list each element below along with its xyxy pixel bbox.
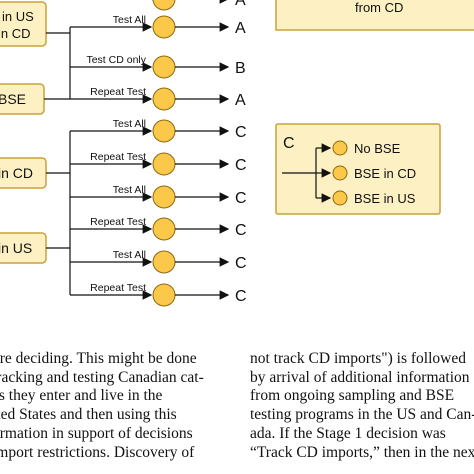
body-text-line: testing programs in the US and Can- — [250, 406, 474, 424]
body-text-line: by arrival of additional information — [250, 368, 470, 386]
legend-node-3 — [332, 190, 348, 206]
branch-label: Test All — [113, 184, 146, 196]
chance-node — [152, 152, 176, 176]
left-box-2-line1: BSE — [0, 91, 26, 107]
body-text-line: not track CD imports") is followed — [250, 350, 466, 367]
chance-node — [152, 0, 176, 11]
left-box-1-line2: in CD — [0, 26, 31, 41]
branch-label: Test All — [113, 249, 146, 261]
left-box-3-line1: in CD — [0, 165, 33, 181]
body-text-left-column: ore deciding. This might be done trackin… — [0, 350, 212, 462]
chance-node — [152, 55, 176, 79]
left-box-4: in US — [0, 232, 47, 264]
chance-node — [152, 283, 176, 307]
body-text-line: from ongoing sampling and BSE — [250, 387, 455, 405]
legend-top-box: from CD — [275, 0, 474, 31]
legend-c-box: C No BSE BSE in CD BSE in US — [275, 123, 441, 215]
chance-node — [152, 87, 176, 111]
left-box-1-line1: in US — [2, 9, 34, 24]
legend-c-title: C — [283, 135, 295, 152]
body-text-line: ited States and then using this — [0, 406, 177, 424]
left-box-4-line1: in US — [0, 240, 32, 256]
branch-label: Repeat Test — [90, 151, 146, 163]
left-box-2: BSE — [0, 83, 45, 115]
body-text-line: ore deciding. This might be done — [0, 350, 197, 367]
branch-label: Repeat Test — [90, 282, 146, 294]
branch-label: Test All — [113, 118, 146, 130]
legend-top-text: from CD — [355, 0, 403, 15]
legend-node-2 — [332, 165, 348, 181]
body-text-line: import restrictions. Discovery of — [0, 443, 195, 461]
body-text-line: as they enter and live in the — [0, 387, 163, 405]
outcome-label: C — [235, 124, 247, 141]
chance-node — [152, 217, 176, 241]
chance-node — [152, 185, 176, 209]
body-text-line: “Track CD imports,” then in the next — [250, 443, 474, 461]
tree-connectors — [44, 27, 71, 295]
legend-item-1: No BSE — [354, 141, 401, 156]
outcome-label: C — [235, 157, 247, 174]
branch-label: Repeat Test — [90, 86, 146, 98]
body-text-line: tracking and testing Canadian cat- — [0, 368, 204, 386]
outcome-label: C — [235, 222, 247, 239]
chance-node — [152, 250, 176, 274]
branch-label: Test All — [113, 14, 146, 26]
body-text-line: ada. If the Stage 1 decision was — [250, 424, 446, 442]
branch-label: Repeat Test — [90, 216, 146, 228]
chance-node — [152, 15, 176, 39]
chance-node — [152, 119, 176, 143]
left-box-1: in US in CD — [0, 1, 47, 47]
legend-item-2: BSE in CD — [354, 166, 416, 181]
outcome-label: C — [235, 288, 247, 305]
outcome-label: A — [235, 0, 246, 9]
branch-label: Test CD only — [86, 54, 146, 66]
legend-node-1 — [332, 140, 348, 156]
outcome-label: C — [235, 255, 247, 272]
outcome-label: B — [235, 60, 246, 77]
outcome-label: C — [235, 190, 247, 207]
outcome-label: A — [235, 92, 246, 109]
outcome-label: A — [235, 20, 246, 37]
body-text-right-column: not track CD imports") is followed by ar… — [250, 350, 474, 462]
left-box-3: in CD — [0, 157, 47, 189]
body-text-line: ormation in support of decisions — [0, 424, 193, 442]
legend-item-3: BSE in US — [354, 191, 416, 206]
